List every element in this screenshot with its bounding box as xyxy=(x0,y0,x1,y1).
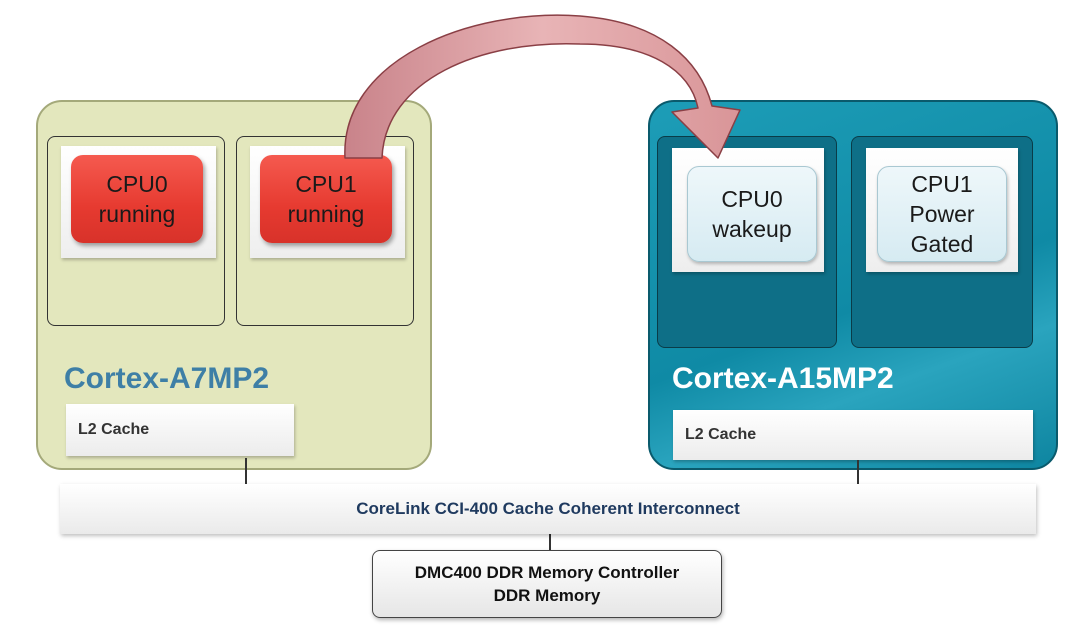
a7-core1-frame xyxy=(236,136,414,326)
a7-bus-connector xyxy=(245,458,247,486)
a15-l2-cache: L2 Cache xyxy=(673,410,1033,460)
a15-bus-connector xyxy=(857,460,859,486)
memory-bus-connector xyxy=(549,534,551,552)
cci-400-interconnect: CoreLink CCI-400 Cache Coherent Intercon… xyxy=(60,484,1036,534)
a15-cluster-title: Cortex-A15MP2 xyxy=(672,362,894,395)
a7-l2-cache: L2 Cache xyxy=(66,404,294,456)
a7-core0-frame xyxy=(47,136,225,326)
ddr-memory-label: DDR Memory xyxy=(493,586,601,605)
a7-cpu1-block: CPU1 running xyxy=(260,155,392,243)
memory-controller-label: DMC400 DDR Memory Controller xyxy=(414,563,680,582)
a15-cpu1-block: CPU1 Power Gated xyxy=(877,166,1007,262)
a7-cpu0-block: CPU0 running xyxy=(71,155,203,243)
a7-cluster-title: Cortex-A7MP2 xyxy=(64,362,270,395)
a15-cpu0-block: CPU0 wakeup xyxy=(687,166,817,262)
memory-controller-block: DMC400 DDR Memory Controller DDR Memory xyxy=(372,550,722,618)
